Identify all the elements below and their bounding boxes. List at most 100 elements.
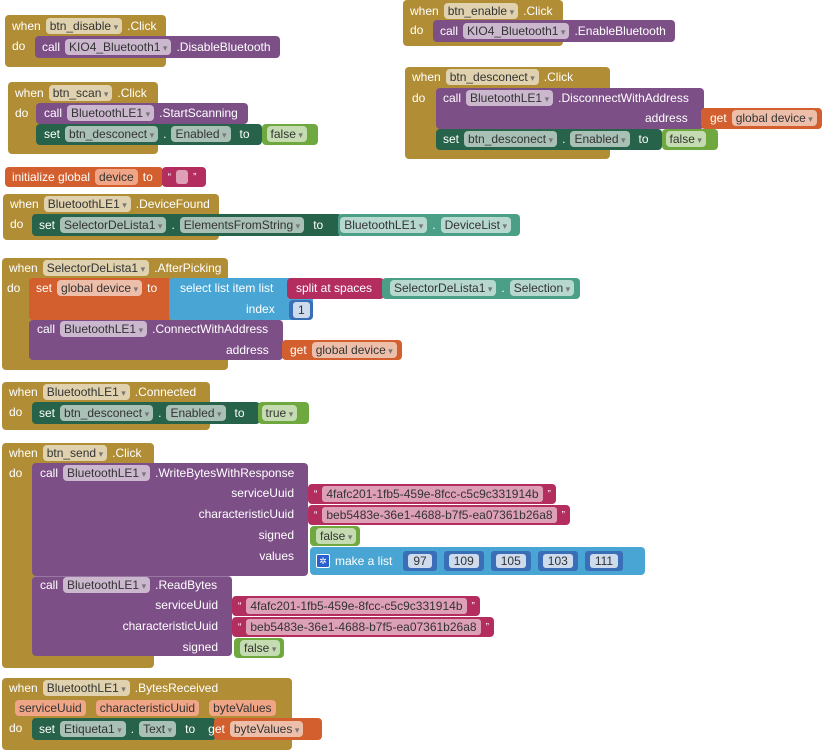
event-name: .Click xyxy=(127,19,157,33)
text-field[interactable]: beb5483e-36e1-4688-b7f5-ea07361b26a8 xyxy=(322,507,557,523)
boolean-dropdown[interactable]: true xyxy=(261,405,298,421)
number-field[interactable]: 1 xyxy=(293,302,310,318)
event-name: .Connected xyxy=(134,385,197,399)
component-dropdown[interactable]: btn_desconect xyxy=(60,405,154,421)
property-dropdown[interactable]: Selection xyxy=(509,280,575,296)
component-dropdown[interactable]: KIO4_Bluetooth1 xyxy=(463,23,570,39)
method-name: .ConnectWithAddress xyxy=(152,322,269,336)
property-dropdown[interactable]: Enabled xyxy=(171,126,231,142)
split-at-spaces-block[interactable] xyxy=(287,278,384,299)
param-service-uuid[interactable]: serviceUuid xyxy=(15,700,86,716)
property-dropdown[interactable]: ElementsFromString xyxy=(179,217,305,233)
number-field[interactable]: 103 xyxy=(542,554,573,568)
text-field[interactable]: 4fafc201-1fb5-459e-8fcc-c5c9c331914b xyxy=(322,486,543,502)
call-label: call xyxy=(443,91,462,105)
event-name: .Click xyxy=(543,70,574,84)
component-dropdown[interactable]: btn_enable xyxy=(443,3,519,19)
variable-dropdown[interactable]: byteValues xyxy=(229,721,304,737)
component-dropdown[interactable]: btn_desconect xyxy=(464,131,558,147)
call-label: call xyxy=(37,322,56,336)
component-dropdown[interactable]: BluetoothLE1 xyxy=(60,321,148,337)
property-dropdown[interactable]: DeviceList xyxy=(440,217,512,233)
boolean-dropdown[interactable]: false xyxy=(266,126,307,142)
signed-label: signed xyxy=(182,640,218,654)
set-label: set xyxy=(36,281,53,295)
when-label: when xyxy=(412,70,441,84)
property-dropdown[interactable]: Enabled xyxy=(570,131,630,147)
component-dropdown[interactable]: BluetoothLE1 xyxy=(43,196,131,212)
property-dropdown[interactable]: Text xyxy=(139,721,177,737)
event-params: serviceUuid characteristicUuid byteValues xyxy=(15,698,276,718)
component-dropdown[interactable]: BluetoothLE1 xyxy=(42,384,130,400)
get-row: get global device xyxy=(290,340,397,360)
number-field[interactable]: 97 xyxy=(408,554,432,568)
component-dropdown[interactable]: btn_scan xyxy=(48,85,113,101)
number-field[interactable]: 109 xyxy=(448,554,479,568)
method-name: .WriteBytesWithResponse xyxy=(155,466,295,480)
boolean-dropdown[interactable]: false xyxy=(316,528,357,544)
number-field[interactable]: 105 xyxy=(495,554,526,568)
call-write-bytes-block[interactable] xyxy=(32,463,308,576)
when-label: when xyxy=(10,197,39,211)
do-label: do xyxy=(12,39,26,53)
quote-icon: “ xyxy=(314,509,318,521)
to-label: to xyxy=(147,281,158,295)
quote-icon: ” xyxy=(561,509,565,521)
get-label: get xyxy=(290,343,307,357)
component-dropdown[interactable]: btn_disable xyxy=(45,18,123,34)
make-list-label: make a list xyxy=(335,554,393,568)
number-field[interactable]: 111 xyxy=(589,554,619,568)
component-dropdown[interactable]: BluetoothLE1 xyxy=(63,465,151,481)
boolean-dropdown[interactable]: false xyxy=(665,131,706,147)
set-row: setSelectorDeLista1.ElementsFromStringto… xyxy=(39,215,512,235)
gear-icon[interactable]: ✲ xyxy=(316,554,330,568)
component-dropdown[interactable]: BluetoothLE1 xyxy=(340,217,428,233)
component-dropdown[interactable]: btn_send xyxy=(42,445,108,461)
property-dropdown[interactable]: Enabled xyxy=(166,405,226,421)
dot: . xyxy=(171,218,175,232)
component-dropdown[interactable]: BluetoothLE1 xyxy=(466,90,554,106)
param-characteristic-uuid[interactable]: characteristicUuid xyxy=(95,700,200,716)
component-dropdown[interactable]: SelectorDeLista1 xyxy=(42,260,150,276)
number-block[interactable]: 97 xyxy=(403,551,437,571)
number-block[interactable]: 111 xyxy=(584,551,624,571)
component-dropdown[interactable]: SelectorDeLista1 xyxy=(60,217,167,233)
dot: . xyxy=(432,218,436,232)
event-header: when btn_desconect .Click xyxy=(412,67,573,87)
number-block[interactable]: 105 xyxy=(490,551,531,571)
event-name: .Click xyxy=(112,446,142,460)
text-field[interactable]: 4fafc201-1fb5-459e-8fcc-c5c9c331914b xyxy=(246,598,467,614)
component-dropdown[interactable]: BluetoothLE1 xyxy=(67,105,155,121)
param-byte-values[interactable]: byteValues xyxy=(209,700,276,716)
text-field[interactable]: beb5483e-36e1-4688-b7f5-ea07361b26a8 xyxy=(246,619,481,635)
dot: . xyxy=(158,406,162,420)
boolean-dropdown[interactable]: false xyxy=(240,640,281,656)
call-label: call xyxy=(44,106,63,120)
component-dropdown[interactable]: btn_desconect xyxy=(65,126,159,142)
component-dropdown[interactable]: KIO4_Bluetooth1 xyxy=(65,39,172,55)
when-label: when xyxy=(9,681,38,695)
service-uuid-label: serviceUuid xyxy=(155,598,218,612)
text-field[interactable] xyxy=(176,170,189,184)
to-label: to xyxy=(185,722,196,736)
index-label: index xyxy=(246,302,275,316)
component-dropdown[interactable]: SelectorDeLista1 xyxy=(390,280,497,296)
variable-name-field[interactable]: device xyxy=(95,169,138,185)
number-block[interactable]: 109 xyxy=(443,551,484,571)
get-label: get xyxy=(208,722,225,736)
do-label: do xyxy=(9,405,23,419)
component-dropdown[interactable]: BluetoothLE1 xyxy=(42,680,130,696)
method-name: .DisableBluetooth xyxy=(176,40,271,54)
component-dropdown[interactable]: BluetoothLE1 xyxy=(63,577,151,593)
variable-dropdown[interactable]: global device xyxy=(731,110,817,126)
do-label: do xyxy=(15,106,29,120)
component-dropdown[interactable]: Etiqueta1 xyxy=(60,721,126,737)
variable-dropdown[interactable]: global device xyxy=(57,280,143,296)
variable-dropdown[interactable]: global device xyxy=(311,342,397,358)
number-block[interactable]: 103 xyxy=(537,551,578,571)
component-dropdown[interactable]: btn_desconect xyxy=(445,69,539,85)
